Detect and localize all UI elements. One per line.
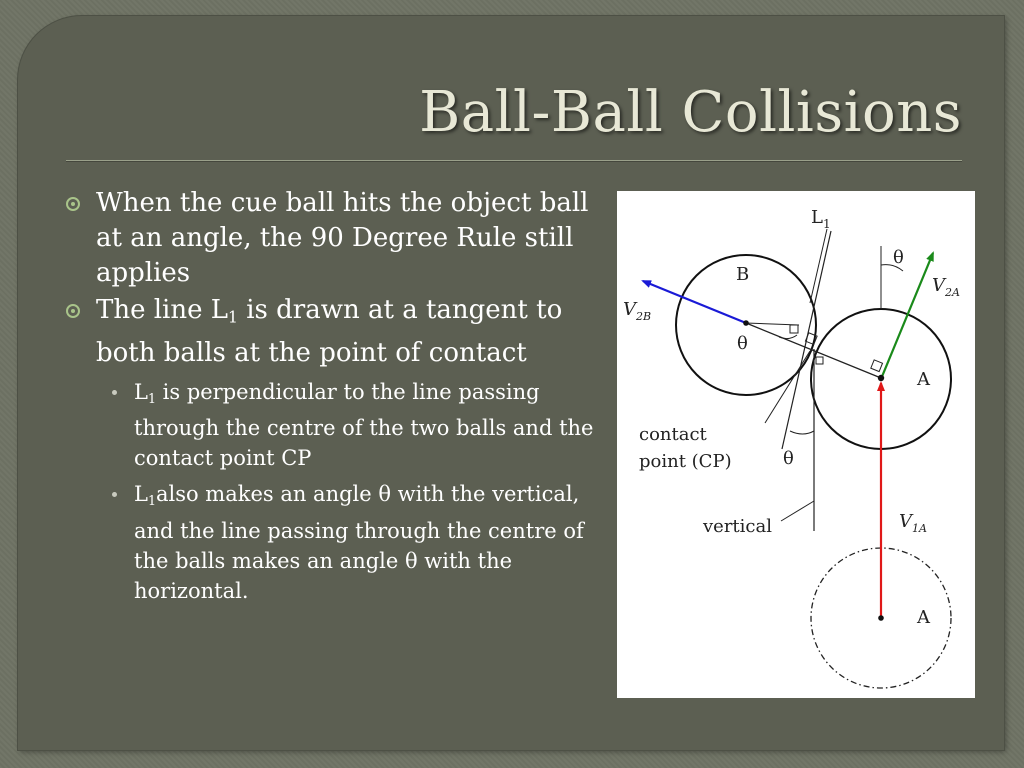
label-theta-top: θ xyxy=(893,247,904,268)
sub-bullet-item: L1 is perpendicular to the line passing … xyxy=(62,377,608,474)
label-theta-bottom: θ xyxy=(783,448,794,469)
label-v1a: V1A xyxy=(899,511,927,535)
label-a-bottom: A xyxy=(916,607,931,628)
label-vertical: vertical xyxy=(702,516,772,537)
collision-diagram: L1 B A A θ θ θ V2B V2A V1A contact point… xyxy=(617,191,975,698)
v2a-arrow xyxy=(879,251,935,380)
slide-content: When the cue ball hits the object ball a… xyxy=(62,186,608,606)
label-b: B xyxy=(736,264,749,285)
bullet-item: The line L1 is drawn at a tangent to bot… xyxy=(62,293,608,371)
circle-bullet-icon xyxy=(66,304,80,318)
tangent-line-l1 xyxy=(781,230,832,450)
bullet-text: When the cue ball hits the object ball a… xyxy=(96,188,589,288)
v2b-arrow xyxy=(641,279,747,325)
dot-bullet-icon xyxy=(112,492,117,498)
sub-bullet-item: L1also makes an angle θ with the vertica… xyxy=(62,479,608,606)
label-v2a: V2A xyxy=(932,275,960,299)
slide-title: Ball-Ball Collisions xyxy=(419,80,962,145)
label-l1: L1 xyxy=(811,207,831,231)
label-v2b: V2B xyxy=(623,299,651,323)
bullet-text: The line L1 is drawn at a tangent to bot… xyxy=(96,295,563,368)
label-contact-point: contact xyxy=(639,424,708,445)
sub-bullet-text: L1 is perpendicular to the line passing … xyxy=(134,379,594,471)
sub-bullet-text: L1also makes an angle θ with the vertica… xyxy=(134,482,584,604)
label-theta-left: θ xyxy=(737,333,748,354)
label-contact-point-2: point (CP) xyxy=(639,451,732,472)
title-divider xyxy=(66,160,962,161)
label-a-top: A xyxy=(916,369,931,390)
dot-bullet-icon xyxy=(112,389,117,395)
circle-bullet-icon xyxy=(66,197,80,211)
ball-b xyxy=(675,254,817,396)
bullet-item: When the cue ball hits the object ball a… xyxy=(62,186,608,291)
